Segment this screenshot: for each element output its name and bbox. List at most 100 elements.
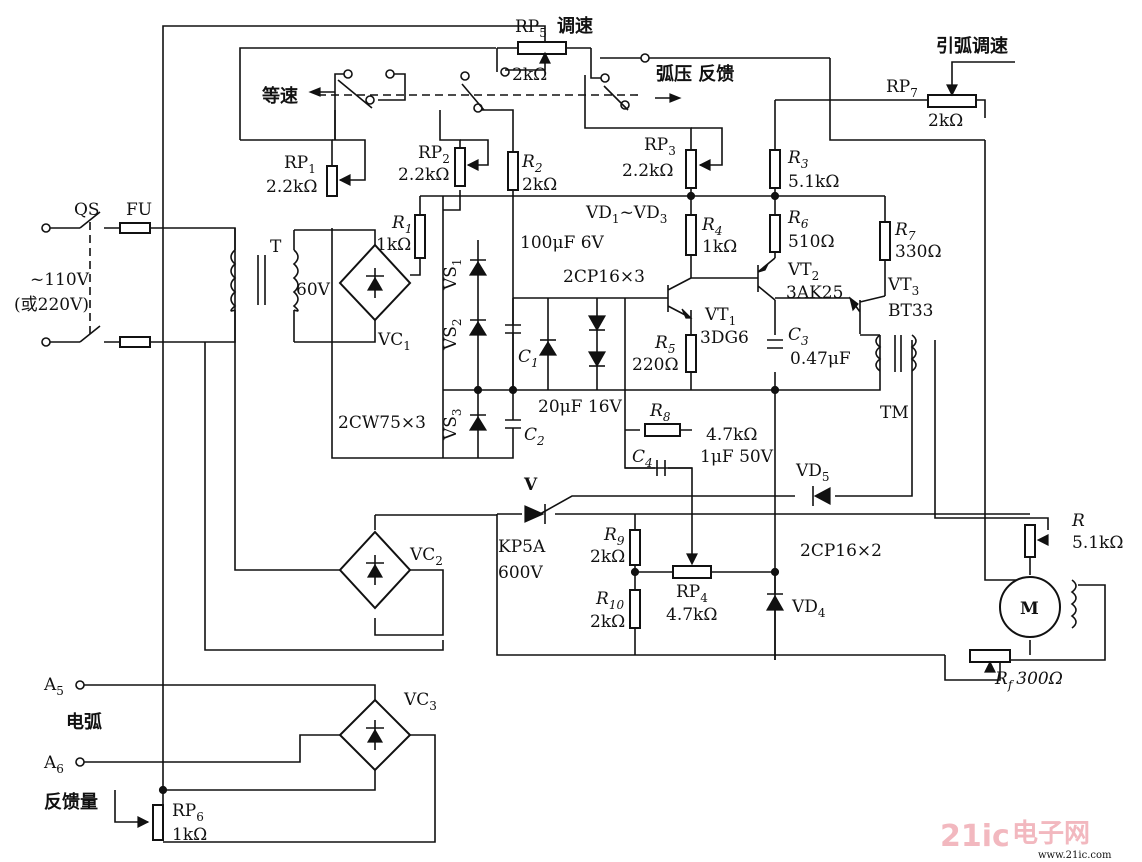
bridge-vc1: [338, 243, 412, 322]
label-r3: R3: [787, 148, 809, 171]
r6-resistor: [769, 214, 781, 253]
transistor-vt1: [660, 277, 693, 319]
label-vt2: VT2: [787, 260, 819, 283]
label-a6: A6: [43, 753, 64, 776]
label-arc: 电弧: [66, 711, 102, 733]
label-kp5a: KP5A: [498, 537, 546, 557]
label-r6: R6: [787, 208, 809, 231]
junction-dots: [158, 191, 780, 795]
label-r2-val: 2kΩ: [522, 175, 557, 195]
label-r4: R4: [701, 215, 722, 238]
watermark-url: www.21ic.com: [1038, 850, 1112, 861]
label-rp6-val: 1kΩ: [172, 825, 207, 845]
label-cp16x3: 2CP16×3: [563, 267, 645, 287]
label-vc1: VC1: [377, 330, 411, 353]
label-r7-val: 330Ω: [895, 242, 942, 262]
label-c1: C1: [518, 347, 539, 370]
rf-resistor: [969, 649, 1011, 663]
label-vs2: VS2: [441, 318, 464, 351]
switch-qs: [79, 211, 101, 343]
r1-resistor: [414, 214, 426, 259]
resistors: [152, 41, 1036, 841]
watermark-cn: 电子网: [1012, 819, 1090, 849]
label-vt3-type: BT33: [888, 301, 933, 321]
terminals: [41, 223, 85, 767]
label-r5-val: 220Ω: [632, 355, 679, 375]
pulse-transformer-tm: [875, 334, 917, 372]
label-kp5a-v: 600V: [498, 563, 543, 583]
rp3-resistor: [685, 149, 697, 189]
label-c2: C2: [524, 425, 545, 448]
bridge-vc2: [338, 530, 412, 610]
rp1-resistor: [326, 165, 338, 197]
label-tm: TM: [880, 403, 909, 423]
label-rp7-note: 引弧调速: [936, 35, 1008, 57]
label-r5: R5: [654, 333, 675, 356]
label-fu: FU: [126, 200, 152, 220]
potentiometer-wipers: [137, 51, 1049, 828]
label-rp5: RP5: [515, 17, 547, 40]
transformer-t: [230, 249, 299, 312]
label-rp2: RP2: [418, 143, 450, 166]
label-rp3: RP3: [644, 135, 676, 158]
label-r10-val: 2kΩ: [590, 612, 625, 632]
label-vd4: VD4: [791, 597, 826, 620]
label-rp5-val: 2kΩ: [512, 65, 547, 85]
capacitors: [443, 298, 783, 476]
label-arc-feedback: 弧压 反馈: [656, 63, 734, 85]
label-c3: C3: [788, 325, 809, 348]
bridge-vc3: [338, 698, 412, 772]
label-vt3: VT3: [887, 275, 919, 298]
motor: [999, 576, 1077, 638]
label-vs3: VS3: [441, 408, 464, 441]
diodes: [468, 240, 831, 660]
label-feedback-amount: 反馈量: [44, 791, 98, 813]
label-rp5-note: 调速: [557, 15, 593, 37]
label-c3-val: 0.47μF: [790, 349, 851, 369]
label-vd1-vd3: VD1~VD3: [585, 203, 667, 226]
label-c4-val: 1μF 50V: [700, 447, 774, 467]
label-equal-speed: 等速: [262, 85, 298, 107]
wires: [46, 25, 1106, 843]
label-cap-100: 100μF 6V: [520, 233, 605, 253]
rp5-resistor: [517, 41, 567, 55]
label-r1: R1: [391, 213, 412, 236]
label-r8: R8: [649, 401, 671, 424]
label-cap-20: 20μF 16V: [538, 397, 623, 417]
label-r3-val: 5.1kΩ: [788, 172, 839, 192]
label-rp6: RP6: [172, 801, 204, 824]
ujt-vt3: [849, 295, 886, 334]
label-r: R: [1071, 511, 1085, 531]
label-r7: R7: [894, 220, 916, 243]
label-vt1-type: 3DG6: [700, 328, 749, 348]
rp7-resistor: [927, 94, 977, 108]
label-rp7-val: 2kΩ: [928, 111, 963, 131]
rp6-resistor: [152, 804, 164, 841]
r4-resistor: [685, 214, 697, 256]
label-r8-val: 4.7kΩ: [706, 425, 757, 445]
watermark-brand: 21ic: [940, 819, 1010, 854]
r2-resistor: [507, 151, 519, 191]
label-vd5: VD5: [795, 461, 830, 484]
arrow-left-icon: [308, 87, 321, 97]
label-c4: C4: [632, 447, 653, 470]
r8-resistor: [644, 423, 681, 437]
rp2-resistor: [454, 147, 466, 187]
label-r4-val: 1kΩ: [702, 237, 737, 257]
label-supply-voltage: ~110V: [30, 270, 90, 290]
r3-resistor: [769, 149, 781, 189]
r5-resistor: [685, 334, 697, 373]
label-v: V: [523, 475, 538, 495]
label-r9-val: 2kΩ: [590, 547, 625, 567]
label-r1-val: 1kΩ: [376, 235, 411, 255]
r-resistor: [1024, 524, 1036, 558]
label-supply-alt: (或220V): [14, 295, 89, 315]
label-rp4: RP4: [676, 582, 708, 605]
label-r9: R9: [603, 525, 625, 548]
label-r-val: 5.1kΩ: [1072, 533, 1123, 553]
label-r6-val: 510Ω: [788, 232, 835, 252]
r10-resistor: [629, 589, 641, 629]
label-vt1: VT1: [704, 305, 736, 328]
r7-resistor: [879, 221, 891, 261]
label-a5: A5: [43, 675, 64, 698]
